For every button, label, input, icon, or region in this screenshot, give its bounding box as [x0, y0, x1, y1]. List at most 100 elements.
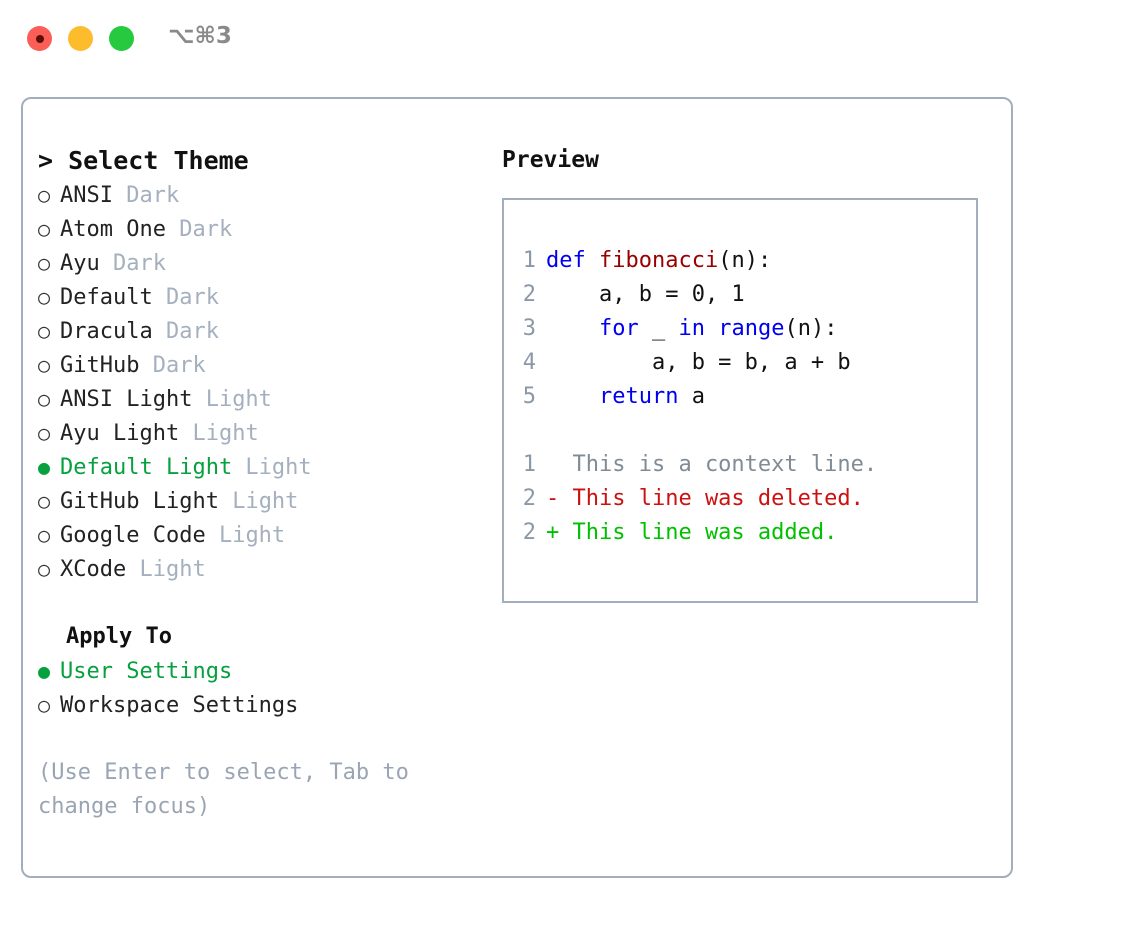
radio-unselected-icon: ○ — [38, 251, 51, 275]
theme-list-item[interactable]: ○ ANSI Light Light — [38, 382, 488, 416]
radio-unselected-icon: ○ — [38, 319, 51, 343]
code-line-text: a, b = b, a + b — [546, 346, 851, 380]
theme-list-item[interactable]: ○ GitHub Dark — [38, 348, 488, 382]
theme-name: Ayu — [60, 251, 100, 276]
code-line-number: 3 — [522, 316, 536, 341]
theme-list-item[interactable]: ●Default Light Light — [38, 450, 488, 484]
theme-variant-badge: Light — [126, 557, 206, 582]
preview-title: Preview — [502, 147, 599, 173]
code-token: a — [678, 384, 705, 409]
code-line: 5 return a — [504, 380, 976, 414]
diff-line-number: 1 — [522, 452, 536, 477]
radio-selected-icon: ● — [38, 455, 51, 479]
minimize-button[interactable] — [68, 26, 93, 51]
theme-name: Google Code — [60, 523, 206, 548]
dialog-card: > Select Theme ○ANSI Dark○Atom One Dark○… — [21, 97, 1013, 878]
apply-to-list[interactable]: ● User Settings ○ Workspace Settings — [38, 654, 488, 722]
code-token: for — [598, 316, 639, 341]
diff-line-number: 2 — [522, 520, 536, 545]
diff-line: 2 - This line was deleted. — [504, 482, 976, 516]
theme-list-item[interactable]: ○ Dracula Dark — [38, 314, 488, 348]
radio-unselected-icon: ○ — [38, 217, 51, 241]
theme-name: Atom One — [60, 217, 166, 242]
apply-to-item[interactable]: ○ Workspace Settings — [38, 688, 488, 722]
radio-selected-icon: ● — [38, 659, 51, 683]
diff-line-number: 2 — [522, 486, 536, 511]
theme-name: Dracula — [60, 319, 153, 344]
code-token: range — [718, 316, 785, 341]
theme-variant-badge: Dark — [152, 319, 219, 344]
theme-name: Default — [60, 285, 153, 310]
radio-unselected-icon: ○ — [38, 387, 51, 411]
code-line: 3 for _ in range(n): — [504, 312, 976, 346]
code-token: fibonacci — [598, 248, 719, 273]
theme-list-item[interactable]: ○ Ayu Light Light — [38, 416, 488, 450]
code-line-text: def fibonacci(n): — [546, 244, 771, 278]
keyboard-hint: (Use Enter to select, Tab to change focu… — [38, 760, 423, 819]
theme-name: XCode — [60, 557, 127, 582]
radio-unselected-icon: ○ — [38, 693, 51, 717]
code-line-number: 5 — [522, 384, 536, 409]
radio-unselected-icon: ○ — [38, 353, 51, 377]
theme-variant-badge: Dark — [139, 353, 206, 378]
maximize-button[interactable] — [109, 26, 134, 51]
diff-sample: 1 This is a context line. 2 - This line wa… — [504, 448, 976, 550]
radio-unselected-icon: ○ — [38, 285, 51, 309]
theme-list-item[interactable]: ○ Default Dark — [38, 280, 488, 314]
diff-line-text: This is a context line. — [546, 452, 878, 477]
diff-line: 1 This is a context line. — [504, 448, 976, 482]
theme-variant-badge: Dark — [152, 285, 219, 310]
theme-list[interactable]: ○ ANSI Dark ○ Atom One Dark ○ Ayu Dark ○ Defaul… — [38, 178, 488, 586]
code-line: 4 a, b = b, a + b — [504, 346, 976, 380]
code-token: in — [678, 316, 705, 341]
theme-name: ANSI Light — [60, 387, 193, 412]
theme-variant-badge: Light — [192, 387, 272, 412]
radio-unselected-icon: ○ — [38, 523, 51, 547]
diff-line-text: + This line was added. — [546, 520, 838, 545]
code-diff-gap — [504, 414, 976, 448]
theme-variant-badge: Light — [218, 489, 299, 514]
window-title-shortcut: ⌥⌘3 — [168, 23, 232, 49]
theme-variant-badge: Light — [179, 421, 259, 446]
code-token: a, b = 0, 1 — [546, 282, 745, 307]
radio-unselected-icon: ○ — [38, 421, 51, 445]
code-line: 1 def fibonacci(n): — [504, 244, 976, 278]
theme-variant-badge: Light — [205, 523, 286, 548]
theme-variant-badge: Dark — [112, 183, 180, 208]
theme-list-item[interactable]: ○ Google Code Light — [38, 518, 488, 552]
theme-name: GitHub Light — [60, 489, 219, 514]
apply-to-label: Workspace Settings — [60, 693, 299, 718]
theme-list-item[interactable]: ○Ayu Dark — [38, 246, 488, 280]
radio-unselected-icon: ○ — [38, 489, 51, 513]
theme-name: GitHub — [60, 353, 140, 378]
code-token — [705, 316, 718, 341]
code-token — [546, 316, 599, 341]
diff-line-text: - This line was deleted. — [546, 486, 864, 511]
close-button[interactable] — [27, 26, 52, 51]
theme-list-item[interactable]: ○ GitHub Light Light — [38, 484, 488, 518]
theme-selection-pane: > Select Theme ○ANSI Dark○Atom One Dark○… — [38, 144, 488, 824]
code-token: return — [598, 384, 679, 409]
code-line-text: return a — [546, 380, 705, 414]
theme-variant-badge: Dark — [165, 217, 233, 242]
code-line-number: 1 — [522, 248, 536, 273]
code-line-text: a, b = 0, 1 — [546, 278, 745, 312]
code-token: (n): — [784, 316, 838, 341]
apply-to-label: User Settings — [60, 659, 233, 684]
page-title: > Select Theme — [38, 146, 249, 175]
theme-list-item[interactable]: ○ Atom One Dark — [38, 212, 488, 246]
window-controls — [27, 26, 134, 51]
theme-variant-badge: Light — [232, 455, 312, 480]
theme-list-item[interactable]: ○XCode Light — [38, 552, 488, 586]
theme-list-item[interactable]: ○ ANSI Dark — [38, 178, 488, 212]
code-token: def — [546, 248, 599, 273]
theme-name: ANSI — [60, 183, 113, 208]
radio-unselected-icon: ○ — [38, 183, 51, 207]
apply-to-item[interactable]: ● User Settings — [38, 654, 488, 688]
title-bar: ⌥⌘3 — [0, 0, 1140, 78]
theme-name: Ayu Light — [60, 421, 180, 446]
